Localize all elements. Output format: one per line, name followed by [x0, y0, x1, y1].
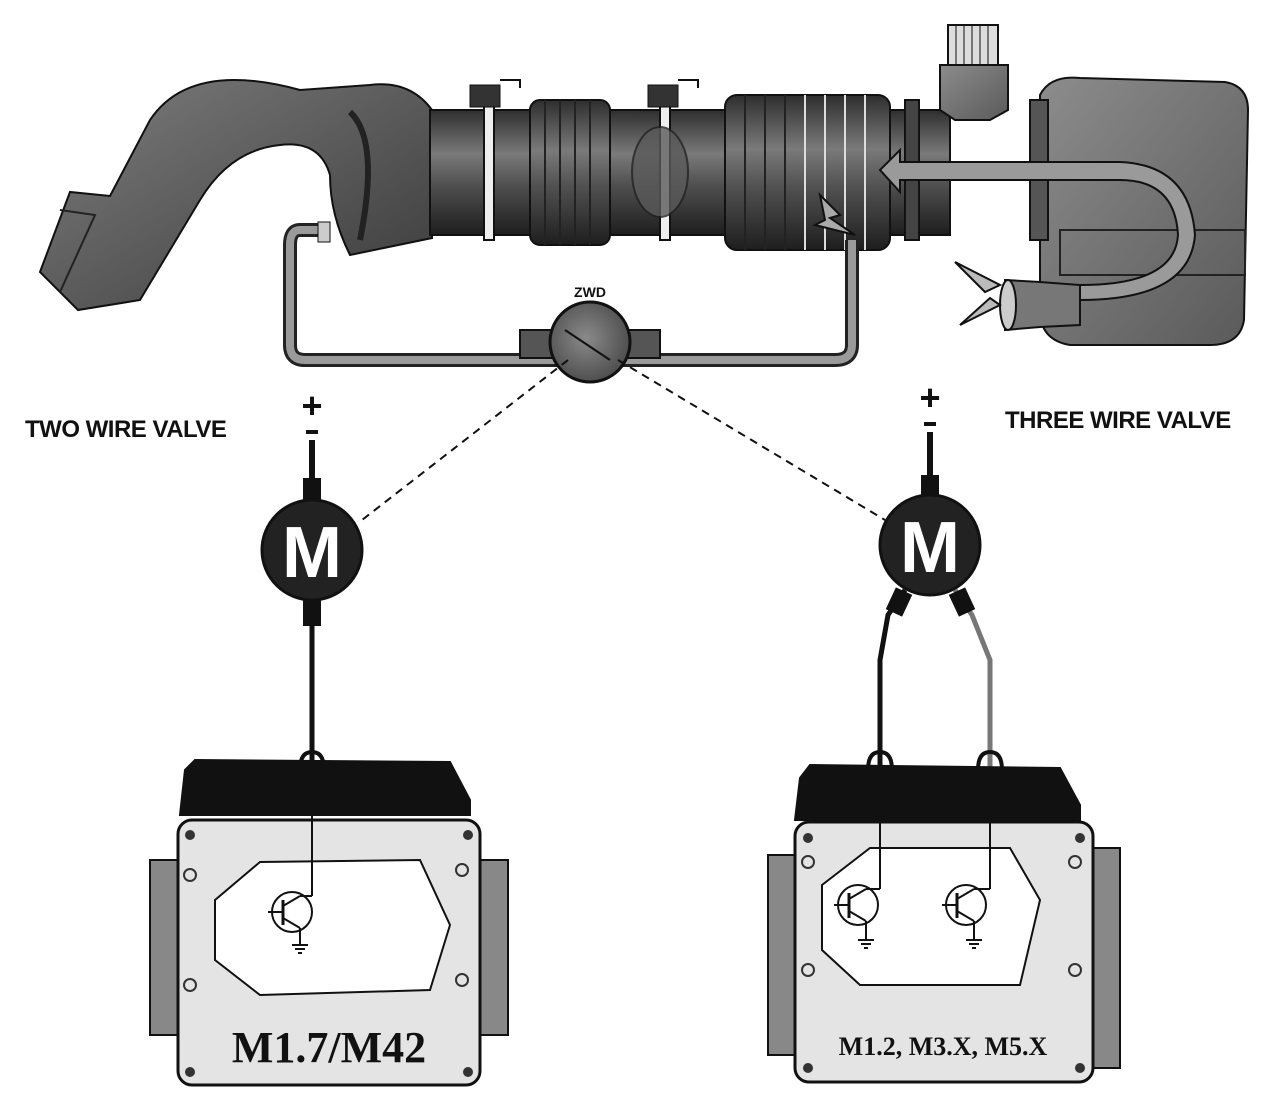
two-wire-valve-title: TWO WIRE VALVE: [25, 416, 227, 443]
dash-line-right: [617, 359, 886, 521]
intake-assembly: ZWD: [38, 24, 1250, 384]
dash-line-left: [361, 359, 569, 521]
hose-clamp-1: [469, 79, 521, 241]
right-plus-sign: +: [919, 377, 940, 418]
left-ecu-module: M1.7/M42: [176, 770, 482, 1087]
right-motor-symbol: [878, 493, 982, 597]
zwd-idle-valve: [519, 300, 661, 384]
air-inlet-arrows: [954, 261, 1003, 326]
zwd-label: ZWD: [574, 284, 606, 300]
right-ecu-module: M1.2, M3.X, M5.X: [793, 770, 1095, 1084]
left-plus-sign: +: [301, 385, 322, 426]
intake-elbow: [38, 79, 433, 312]
three-wire-valve-title: THREE WIRE VALVE: [1005, 407, 1231, 434]
throttle-plate: [631, 126, 689, 218]
three-wire-valve-section: THREE WIRE VALVE + M: [767, 377, 1232, 1084]
two-wire-valve-section: TWO WIRE VALVE + M: [25, 385, 509, 1087]
left-ecu-label: M1.7/M42: [232, 1023, 426, 1072]
bellows-large: [724, 94, 891, 251]
right-ecu-label: M1.2, M3.X, M5.X: [839, 1032, 1048, 1061]
left-motor-letter: M: [282, 513, 342, 593]
right-motor-letter: M: [900, 508, 960, 588]
air-filter-box: [878, 76, 1250, 346]
bypass-arrow: [812, 191, 856, 236]
temp-sensor: [939, 24, 1009, 121]
right-ecu-connector: [793, 763, 1081, 821]
bellows-small: [529, 99, 611, 246]
left-ecu-connector: [178, 758, 471, 816]
right-transistor-1-symbol: [834, 770, 881, 949]
right-transistor-2-symbol: [942, 770, 991, 949]
